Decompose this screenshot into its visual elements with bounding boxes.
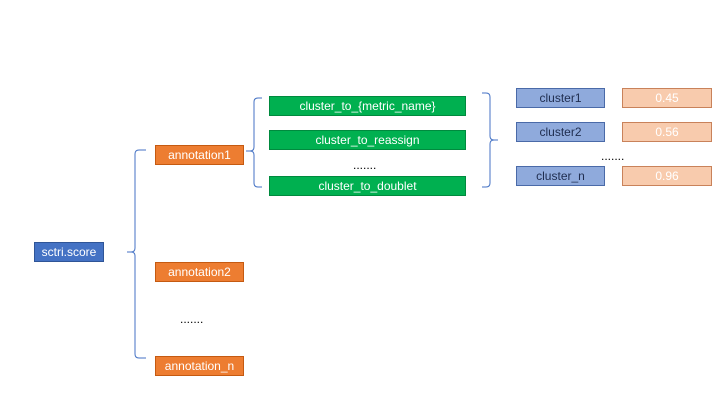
annotation2-node: annotation2 [155, 262, 244, 282]
metric-node-metric-name: cluster_to_{metric_name} [269, 96, 466, 116]
metric-ellipsis: ....... [353, 158, 377, 172]
root-bracket [127, 149, 146, 359]
cluster2-node: cluster2 [516, 122, 605, 142]
cluster-n-node: cluster_n [516, 166, 605, 186]
cluster2-score: 0.56 [622, 122, 712, 142]
annotation1-node: annotation1 [155, 145, 244, 165]
root-node: sctri.score [34, 242, 104, 262]
metric-node-reassign: cluster_to_reassign [269, 130, 466, 150]
cluster1-score: 0.45 [622, 88, 712, 108]
annotation1-bracket [246, 97, 262, 188]
metric-bracket [482, 92, 498, 188]
annotation-n-node: annotation_n [155, 356, 244, 376]
annotation-ellipsis: ....... [180, 312, 204, 326]
cluster1-node: cluster1 [516, 88, 605, 108]
cluster-n-score: 0.96 [622, 166, 712, 186]
cluster-ellipsis: ....... [601, 149, 625, 163]
metric-node-doublet: cluster_to_doublet [269, 176, 466, 196]
